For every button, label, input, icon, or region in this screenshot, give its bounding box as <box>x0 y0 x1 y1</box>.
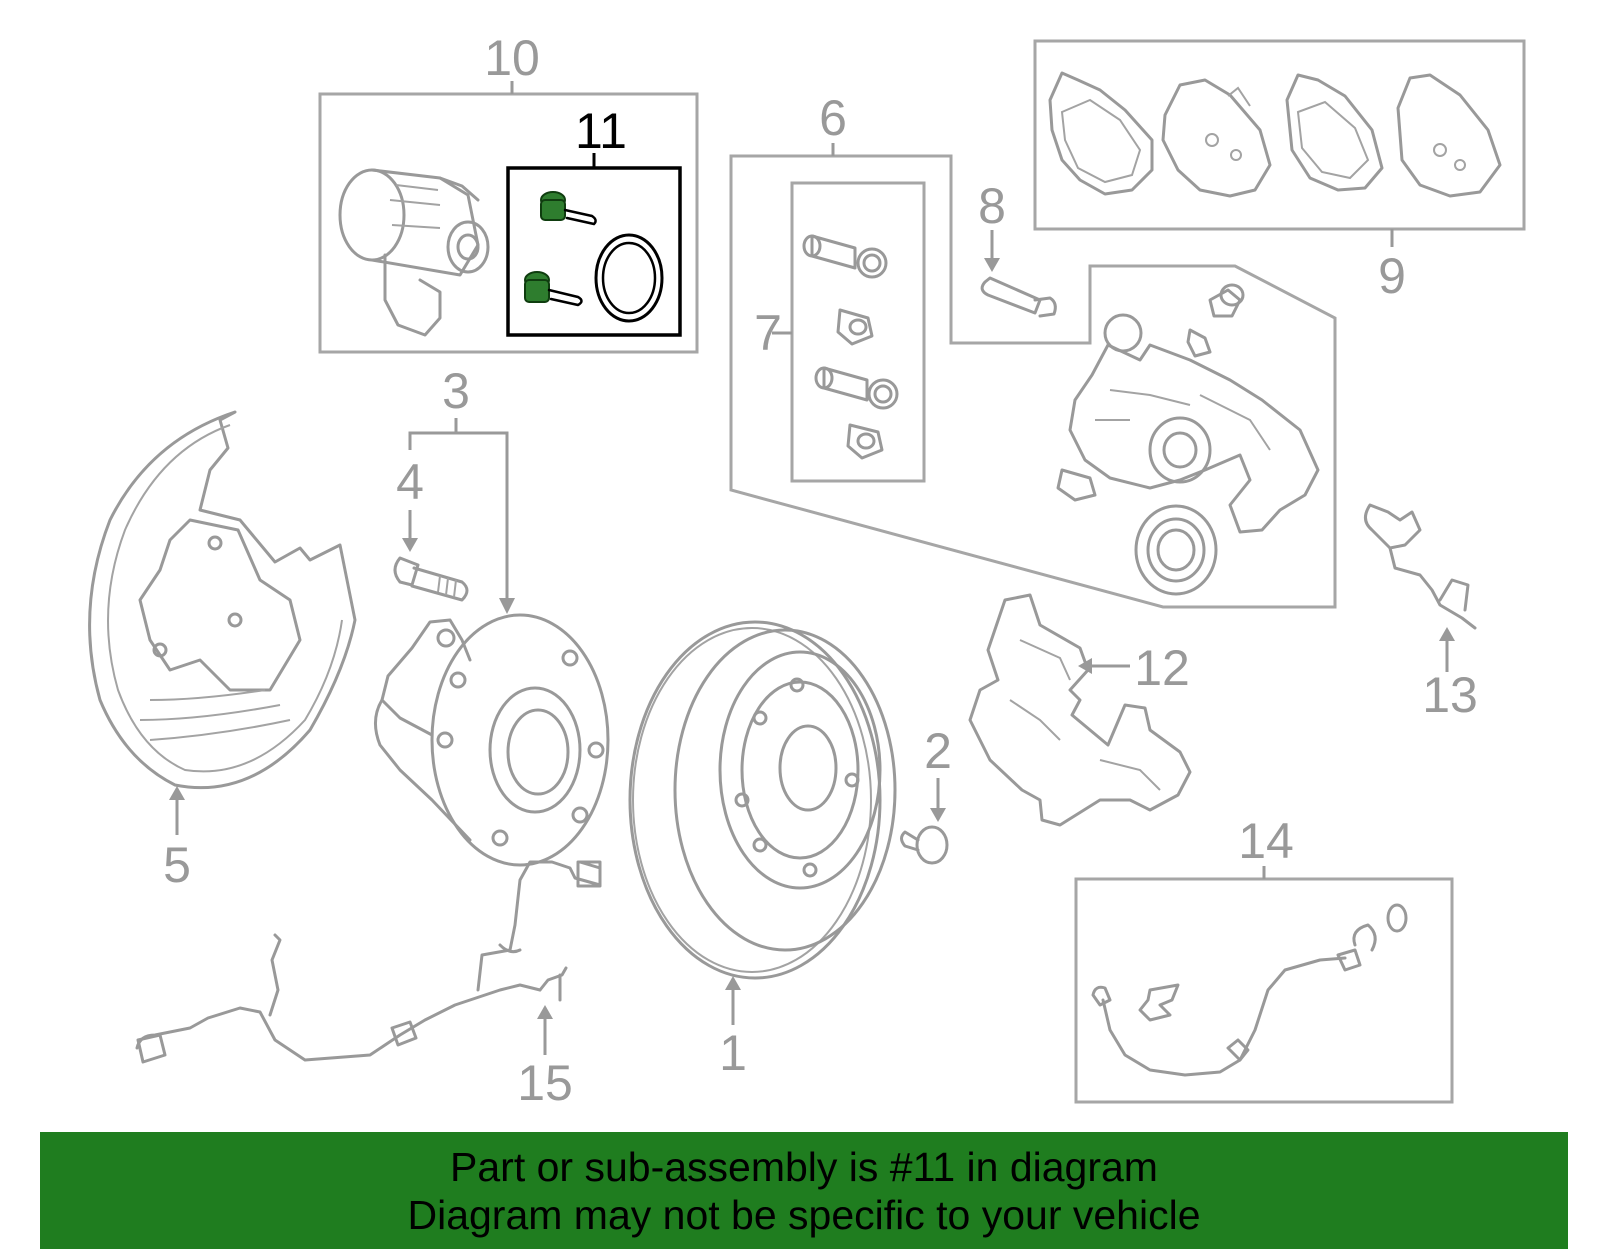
group-9-box <box>1033 39 1526 231</box>
group-14-speed-sensor: 14 <box>1074 813 1454 1104</box>
callout-11: 11 <box>575 103 627 159</box>
piston-seal-drawing <box>1134 504 1218 596</box>
brake-pad-3 <box>1285 73 1384 192</box>
callout-13: 13 <box>1422 667 1478 723</box>
group-7-box <box>790 181 926 483</box>
brake-pad-1 <box>1048 71 1154 196</box>
brake-pad-2 <box>1161 78 1272 198</box>
callout-2: 2 <box>924 723 952 779</box>
part-15-sensor-harness: 15 <box>135 860 602 1111</box>
callout-10: 10 <box>484 30 540 86</box>
bolt-lower <box>524 271 583 307</box>
group-10-box <box>318 92 699 354</box>
group-6-outline <box>729 154 1337 609</box>
part-3-hub-bracket: 3 <box>408 363 515 614</box>
part-4-hub-bolt: 4 <box>393 454 469 602</box>
part-5-splash-shield: 5 <box>88 410 357 893</box>
part-12-caliper-bracket: 12 <box>968 593 1192 827</box>
callout-6: 6 <box>819 90 847 146</box>
group-9-brake-pads: 9 <box>1033 39 1526 304</box>
guide-pin-kit-drawing <box>802 234 899 460</box>
callout-12: 12 <box>1134 640 1190 696</box>
group-6-caliper: 6 7 <box>729 90 1337 609</box>
group-14-box <box>1074 877 1454 1104</box>
part-1-brake-rotor: 1 <box>628 620 897 1081</box>
part-3-wheel-hub-drawing <box>374 613 610 867</box>
callout-3: 3 <box>442 363 470 419</box>
callout-7: 7 <box>754 305 782 361</box>
bolt-upper <box>540 191 597 226</box>
part-13-clip: 13 <box>1364 503 1478 723</box>
callout-8: 8 <box>978 178 1006 234</box>
part-8-guide-pin: 8 <box>978 178 1057 318</box>
banner-line-2: Diagram may not be specific to your vehi… <box>407 1191 1201 1238</box>
callout-9: 9 <box>1378 248 1406 304</box>
part-2-rotor-screw: 2 <box>900 723 952 865</box>
info-banner: Part or sub-assembly is #11 in diagram D… <box>40 1132 1568 1249</box>
callout-5: 5 <box>163 837 191 893</box>
caliper-piston-drawing <box>338 168 490 337</box>
seal-ring <box>594 233 664 323</box>
group-11-highlighted-kit[interactable]: 11 <box>506 103 682 337</box>
callout-14: 14 <box>1238 813 1294 869</box>
callout-4: 4 <box>396 454 424 510</box>
brake-pad-4 <box>1396 73 1502 198</box>
banner-line-1: Part or sub-assembly is #11 in diagram <box>450 1143 1158 1190</box>
caliper-body-drawing <box>1056 283 1320 534</box>
group-10-caliper-kit: 10 11 <box>318 30 699 354</box>
callout-15: 15 <box>517 1055 573 1111</box>
speed-sensor-drawing <box>1091 903 1408 1077</box>
callout-1: 1 <box>719 1025 747 1081</box>
